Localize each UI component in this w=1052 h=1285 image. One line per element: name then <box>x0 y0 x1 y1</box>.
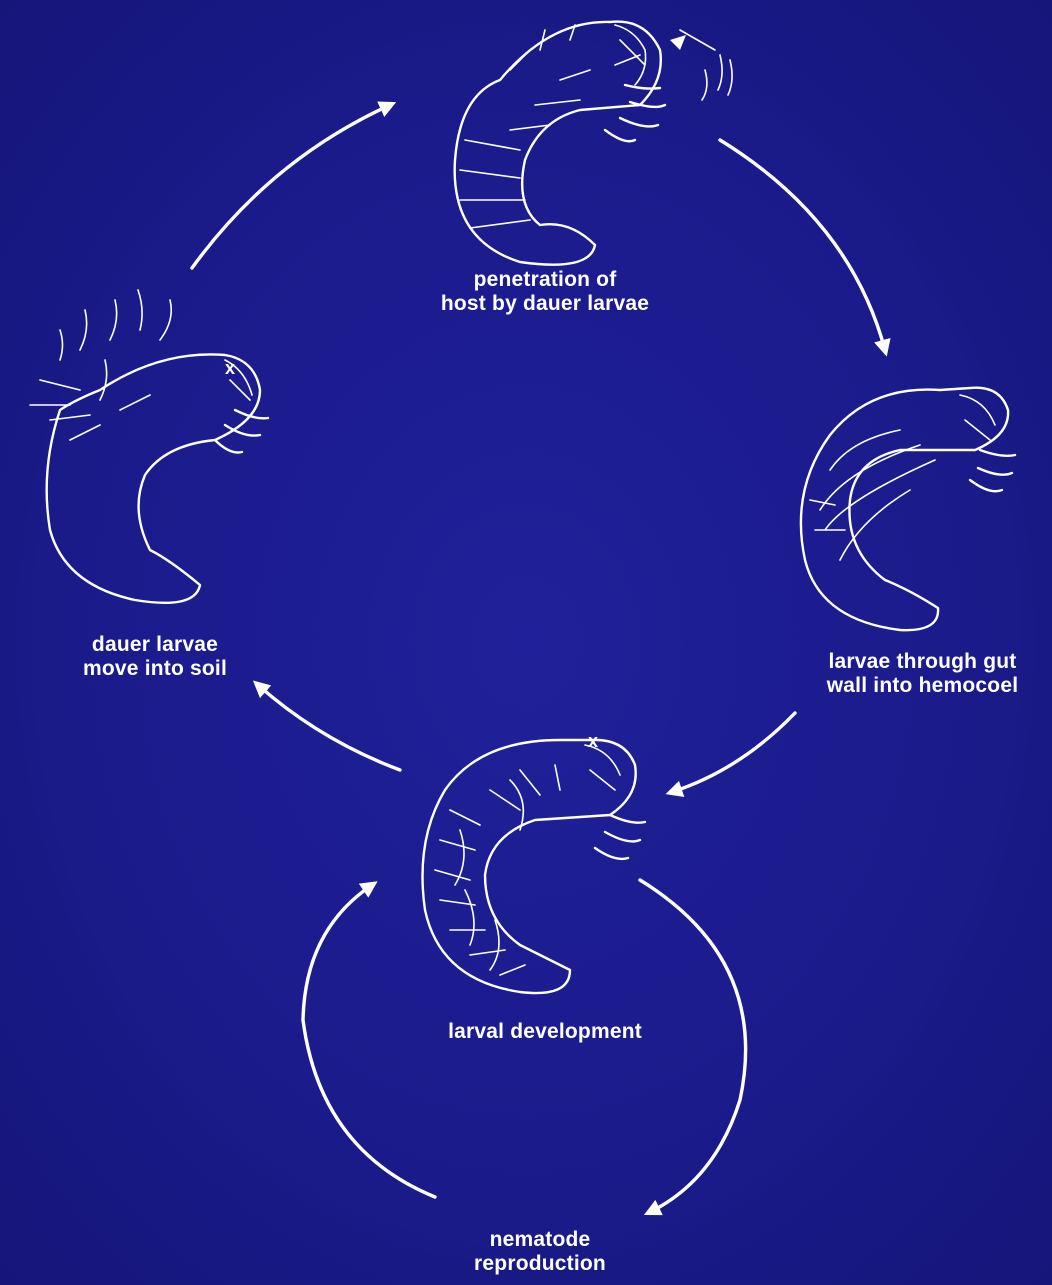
larva-soil-illustration <box>30 290 268 603</box>
infection-marker-x: x <box>225 358 235 378</box>
larva-penetration-illustration <box>455 22 732 265</box>
infection-marker-x-development: x <box>588 731 598 751</box>
larva-gut-wall-illustration <box>801 388 1015 630</box>
arrow-soil-to-penetration <box>192 105 390 268</box>
label-soil: dauer larvae move into soil <box>40 633 270 681</box>
arrow-development-to-reproduction <box>640 880 746 1212</box>
label-penetration: penetration of host by dauer larvae <box>400 268 690 316</box>
arrow-development-to-soil <box>258 685 400 770</box>
arrow-gut-to-development <box>672 713 795 792</box>
larva-development-illustration <box>423 740 646 993</box>
label-larval-development: larval development <box>400 1020 690 1044</box>
label-gut-wall: larvae through gut wall into hemocoel <box>795 650 1050 698</box>
label-nematode-reproduction: nematode reproduction <box>430 1228 650 1276</box>
arrow-penetration-to-gut <box>720 140 885 350</box>
